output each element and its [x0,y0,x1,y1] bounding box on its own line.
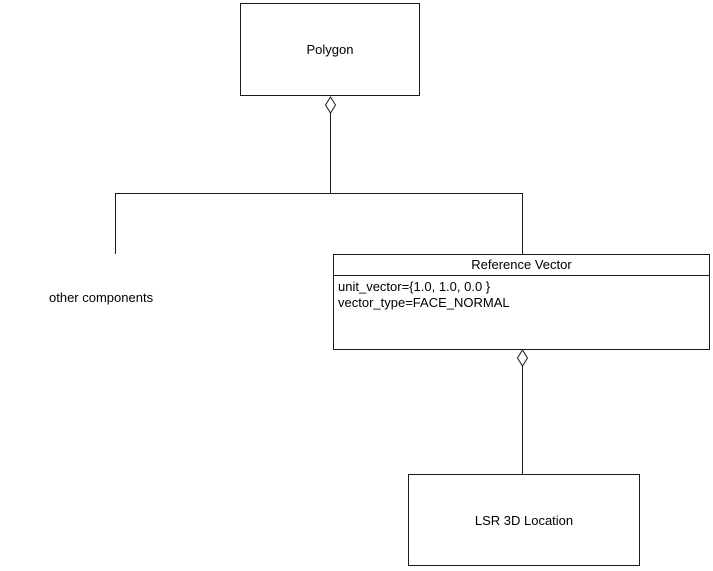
reference-vector-attributes: unit_vector={1.0, 1.0, 0.0 } vector_type… [334,276,709,314]
class-box-reference-vector: Reference Vector unit_vector={1.0, 1.0, … [333,254,710,350]
connector-polygon-stem [330,113,331,194]
aggregation-diamond-icon [324,96,337,114]
class-box-lsr-3d-location: LSR 3D Location [408,474,640,566]
attribute-line-unit-vector: unit_vector={1.0, 1.0, 0.0 } [338,279,491,294]
attribute-line-vector-type: vector_type=FACE_NORMAL [338,295,510,310]
connector-horizontal-bar [115,193,523,194]
connector-refvector-to-lsr [522,366,523,474]
aggregation-diamond-icon [516,349,529,367]
connector-right-branch [522,193,523,255]
lsr-3d-location-label: LSR 3D Location [474,512,574,528]
other-components-label: other components [49,290,154,305]
class-box-polygon: Polygon [240,3,420,96]
connector-left-branch [115,193,116,254]
reference-vector-title: Reference Vector [334,255,709,276]
polygon-label: Polygon [306,42,354,57]
